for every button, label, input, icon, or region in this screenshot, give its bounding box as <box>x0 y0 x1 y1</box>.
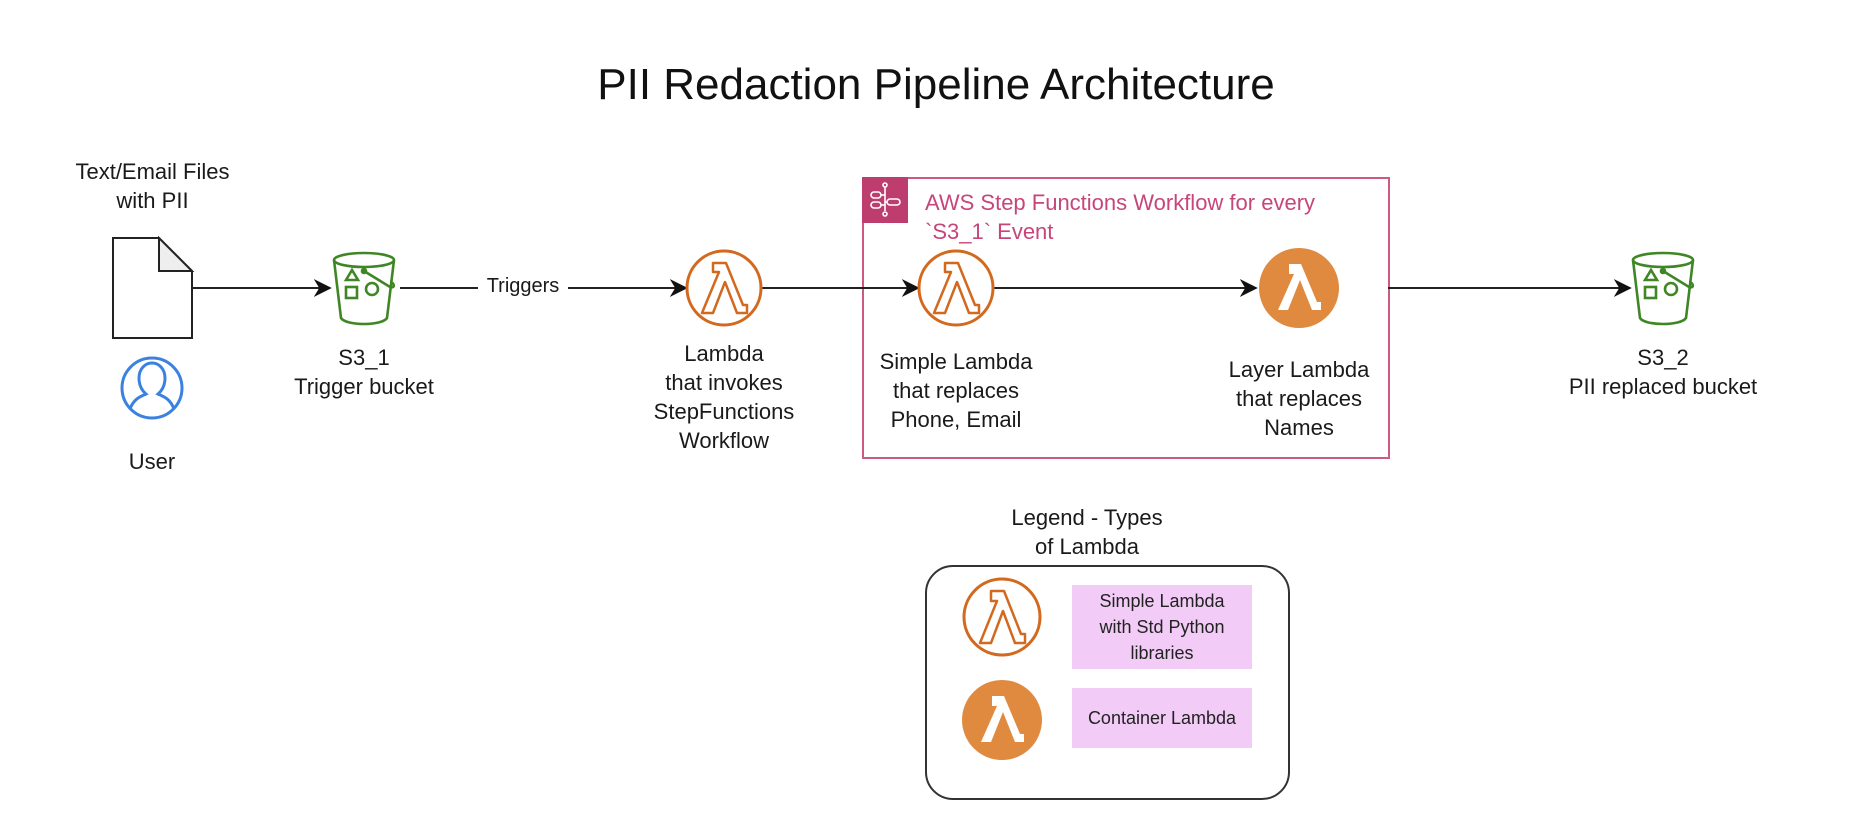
s3-bucket-icon[interactable] <box>1631 251 1695 326</box>
diagram-title: PII Redaction Pipeline Architecture <box>597 60 1275 109</box>
lambda-filled-icon[interactable] <box>1259 248 1339 328</box>
legend-item-container-lambda: Container Lambda <box>1072 688 1252 748</box>
simple-lambda-label: Simple Lambda that replaces Phone, Email <box>879 349 1033 432</box>
lambda-outline-icon[interactable] <box>685 249 763 327</box>
legend-lambda-outline-icon <box>962 577 1042 657</box>
edge-label-triggers: Triggers <box>478 273 568 299</box>
user-icon[interactable] <box>120 356 184 420</box>
legend-lambda-filled-icon <box>962 680 1042 760</box>
user-label: User <box>128 449 176 474</box>
files-label: Text/Email Files with PII <box>75 159 230 213</box>
lambda-outline-icon[interactable] <box>917 249 995 327</box>
step-functions-workflow-group[interactable] <box>862 177 1390 459</box>
layer-lambda-label: Layer Lambda that replaces Names <box>1228 357 1370 440</box>
step-functions-icon <box>862 177 908 223</box>
s3-2-label: S3_2 PII replaced bucket <box>1568 345 1758 399</box>
s3-1-label: S3_1 Trigger bucket <box>294 345 434 399</box>
s3-bucket-icon[interactable] <box>332 251 396 326</box>
document-icon[interactable] <box>112 235 195 339</box>
legend-item-simple-lambda: Simple Lambda with Std Python libraries <box>1072 585 1252 669</box>
invoker-lambda-label: Lambda that invokes StepFunctions Workfl… <box>653 341 795 453</box>
legend-title: Legend - Types of Lambda <box>1011 505 1163 559</box>
legend-box <box>925 565 1290 800</box>
workflow-group-title: AWS Step Functions Workflow for every `S… <box>925 190 1316 244</box>
